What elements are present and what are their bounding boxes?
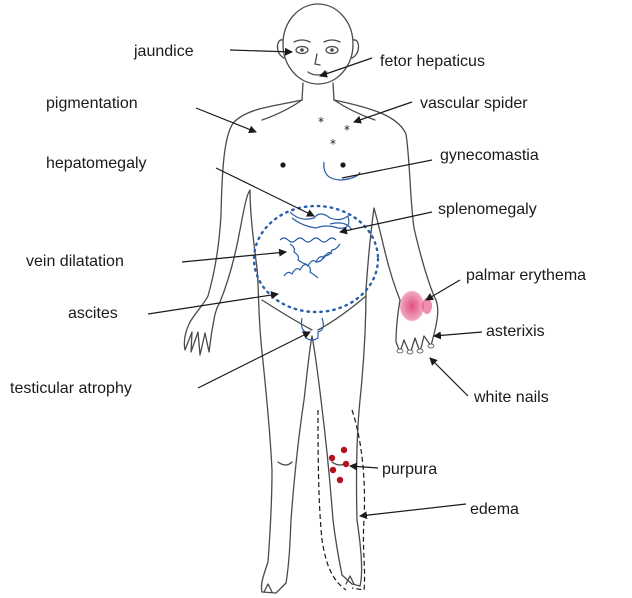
- vascular-spider-pointer: [354, 102, 412, 122]
- svg-text:*: *: [344, 123, 350, 137]
- head: [283, 4, 353, 84]
- label-vascular-spider: vascular spider: [420, 95, 528, 112]
- body-silhouette: [184, 100, 437, 593]
- ascites-outline: [254, 206, 378, 312]
- edema-outline: [352, 410, 365, 590]
- label-edema: edema: [470, 501, 519, 518]
- label-vein-dilatation: vein dilatation: [26, 253, 124, 270]
- label-jaundice: jaundice: [133, 43, 194, 60]
- vascular-spider-marks: * * *: [318, 115, 350, 151]
- label-hepatomegaly: hepatomegaly: [46, 155, 147, 172]
- pointer-lines: [148, 50, 482, 516]
- edema-pointer: [360, 504, 466, 516]
- jaundice-pointer: [230, 50, 292, 52]
- label-gynecomastia: gynecomastia: [440, 147, 539, 164]
- asterixis-pointer: [434, 332, 482, 336]
- label-purpura: purpura: [382, 461, 437, 478]
- dilated-veins: [280, 238, 340, 278]
- palmar-erythema-patch: [400, 291, 424, 321]
- testicular-atrophy-pointer: [198, 332, 310, 388]
- gynecomastia-pointer: [342, 160, 432, 178]
- label-asterixis: asterixis: [486, 323, 545, 340]
- pigmentation-pointer: [196, 108, 256, 132]
- label-palmar-erythema: palmar erythema: [466, 267, 586, 284]
- right-nipple: [340, 162, 345, 167]
- liver-outline: [290, 212, 349, 228]
- label-pigmentation: pigmentation: [46, 95, 138, 112]
- fetor-hepaticus-pointer: [320, 58, 372, 76]
- left-nipple: [280, 162, 285, 167]
- label-splenomegaly: splenomegaly: [438, 201, 537, 218]
- svg-text:*: *: [318, 115, 324, 129]
- label-fetor-hepaticus: fetor hepaticus: [380, 53, 485, 70]
- splenomegaly-pointer: [340, 212, 432, 232]
- white-nails-pointer: [430, 358, 468, 396]
- svg-text:*: *: [330, 137, 336, 151]
- human-body-outline: [184, 4, 437, 593]
- hepatomegaly-pointer: [216, 168, 314, 216]
- label-ascites: ascites: [68, 305, 118, 322]
- purpura-pointer: [350, 466, 378, 468]
- label-testicular-atrophy: testicular atrophy: [10, 380, 132, 397]
- label-white-nails: white nails: [473, 389, 549, 406]
